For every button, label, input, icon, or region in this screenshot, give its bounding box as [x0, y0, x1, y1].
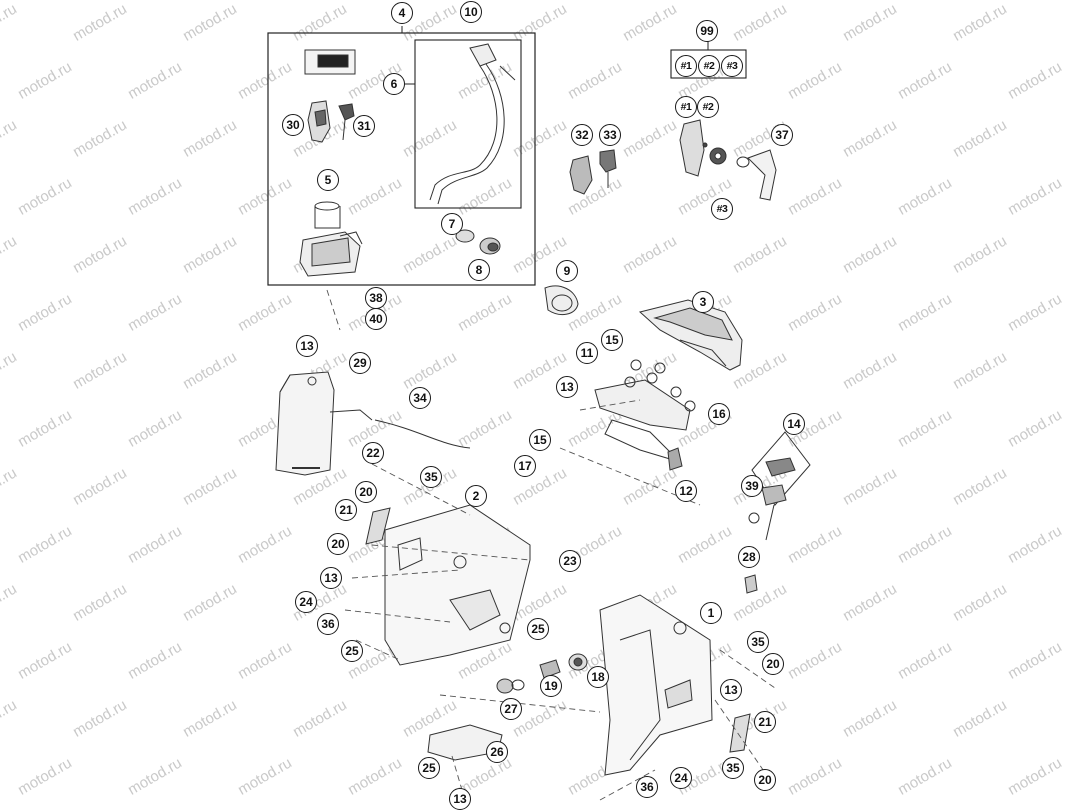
callout-25-left[interactable]: 25: [341, 640, 363, 662]
callout-18[interactable]: 18: [587, 666, 609, 688]
callout-27[interactable]: 27: [500, 698, 522, 720]
battery-case-29: [275, 371, 373, 476]
wiring-harness-6: [429, 43, 516, 205]
part-32: [569, 155, 593, 195]
callout-hash-2-kit[interactable]: #2: [698, 55, 720, 77]
callout-15-top[interactable]: 15: [601, 329, 623, 351]
callout-13-right[interactable]: 13: [720, 679, 742, 701]
callout-22[interactable]: 22: [362, 442, 384, 464]
callout-9[interactable]: 9: [556, 260, 578, 282]
part-19: [539, 659, 561, 679]
callout-31[interactable]: 31: [353, 115, 375, 137]
callout-11[interactable]: 11: [576, 342, 598, 364]
cover-9: [544, 285, 579, 316]
callout-hash-1-kit[interactable]: #1: [675, 55, 697, 77]
callout-24-bottom[interactable]: 24: [670, 767, 692, 789]
callout-99[interactable]: 99: [696, 20, 718, 42]
callout-8[interactable]: 8: [468, 259, 490, 281]
callout-15-mid[interactable]: 15: [529, 429, 551, 451]
callout-38[interactable]: 38: [365, 287, 387, 309]
callout-24-left[interactable]: 24: [295, 591, 317, 613]
callout-7[interactable]: 7: [441, 213, 463, 235]
callout-10[interactable]: 10: [460, 1, 482, 23]
callout-19[interactable]: 19: [540, 675, 562, 697]
lock-part-1: [679, 119, 705, 177]
callout-28[interactable]: 28: [738, 546, 760, 568]
callout-14[interactable]: 14: [783, 413, 805, 435]
callout-5[interactable]: 5: [317, 169, 339, 191]
pad-21b: [729, 713, 751, 753]
callout-12[interactable]: 12: [675, 480, 697, 502]
part-27: [496, 678, 525, 694]
callout-36-left[interactable]: 36: [317, 613, 339, 635]
callout-20-left[interactable]: 20: [327, 533, 349, 555]
callout-13-bottom[interactable]: 13: [449, 788, 471, 810]
callout-3[interactable]: 3: [692, 291, 714, 313]
key-31: [338, 103, 355, 141]
part-37: [736, 149, 777, 201]
kit-subbox-6: [414, 39, 522, 209]
callout-29[interactable]: 29: [349, 352, 371, 374]
key-fob-30: [307, 100, 331, 143]
callout-32[interactable]: 32: [571, 124, 593, 146]
label-card: [304, 49, 356, 75]
callout-35-right[interactable]: 35: [747, 631, 769, 653]
callout-26[interactable]: 26: [486, 741, 508, 763]
callout-25-mid[interactable]: 25: [527, 618, 549, 640]
frame-1: [599, 594, 713, 776]
frame-2: [384, 504, 531, 666]
callout-39[interactable]: 39: [741, 475, 763, 497]
callout-23[interactable]: 23: [559, 550, 581, 572]
part-8: [479, 237, 501, 255]
callout-20-right[interactable]: 20: [762, 653, 784, 675]
callout-hash-3[interactable]: #3: [711, 198, 733, 220]
callout-35-bottom[interactable]: 35: [722, 757, 744, 779]
callout-25-bottom[interactable]: 25: [418, 757, 440, 779]
callout-34[interactable]: 34: [409, 387, 431, 409]
callout-20-top[interactable]: 20: [355, 481, 377, 503]
callout-17[interactable]: 17: [514, 455, 536, 477]
switch-assembly-14: [748, 431, 811, 541]
callout-13-frame[interactable]: 13: [320, 567, 342, 589]
unit-5: [299, 201, 363, 277]
part-7: [455, 229, 475, 243]
callout-4[interactable]: 4: [391, 2, 413, 24]
callout-2[interactable]: 2: [465, 485, 487, 507]
callout-21-right[interactable]: 21: [754, 711, 776, 733]
part-33: [599, 149, 617, 173]
callout-hash-1[interactable]: #1: [675, 96, 697, 118]
callout-36-bottom[interactable]: 36: [636, 776, 658, 798]
callout-40[interactable]: 40: [365, 308, 387, 330]
callout-hash-3-kit[interactable]: #3: [721, 55, 743, 77]
pad-21a: [365, 507, 391, 545]
cable-34: [374, 419, 471, 449]
bracket-11: [594, 359, 696, 471]
callout-1[interactable]: 1: [700, 602, 722, 624]
part-18: [568, 653, 588, 671]
callout-13-battery[interactable]: 13: [296, 335, 318, 357]
dashboard-3: [638, 299, 743, 371]
callout-37[interactable]: 37: [771, 124, 793, 146]
callout-6[interactable]: 6: [383, 73, 405, 95]
callout-16[interactable]: 16: [708, 403, 730, 425]
callout-33[interactable]: 33: [599, 124, 621, 146]
part-28: [744, 574, 758, 594]
callout-21-left[interactable]: 21: [335, 499, 357, 521]
callout-35-frame[interactable]: 35: [420, 466, 442, 488]
callout-13-bracket[interactable]: 13: [556, 376, 578, 398]
callout-hash-2[interactable]: #2: [697, 96, 719, 118]
callout-20-bottom[interactable]: 20: [754, 769, 776, 791]
callout-30[interactable]: 30: [282, 114, 304, 136]
